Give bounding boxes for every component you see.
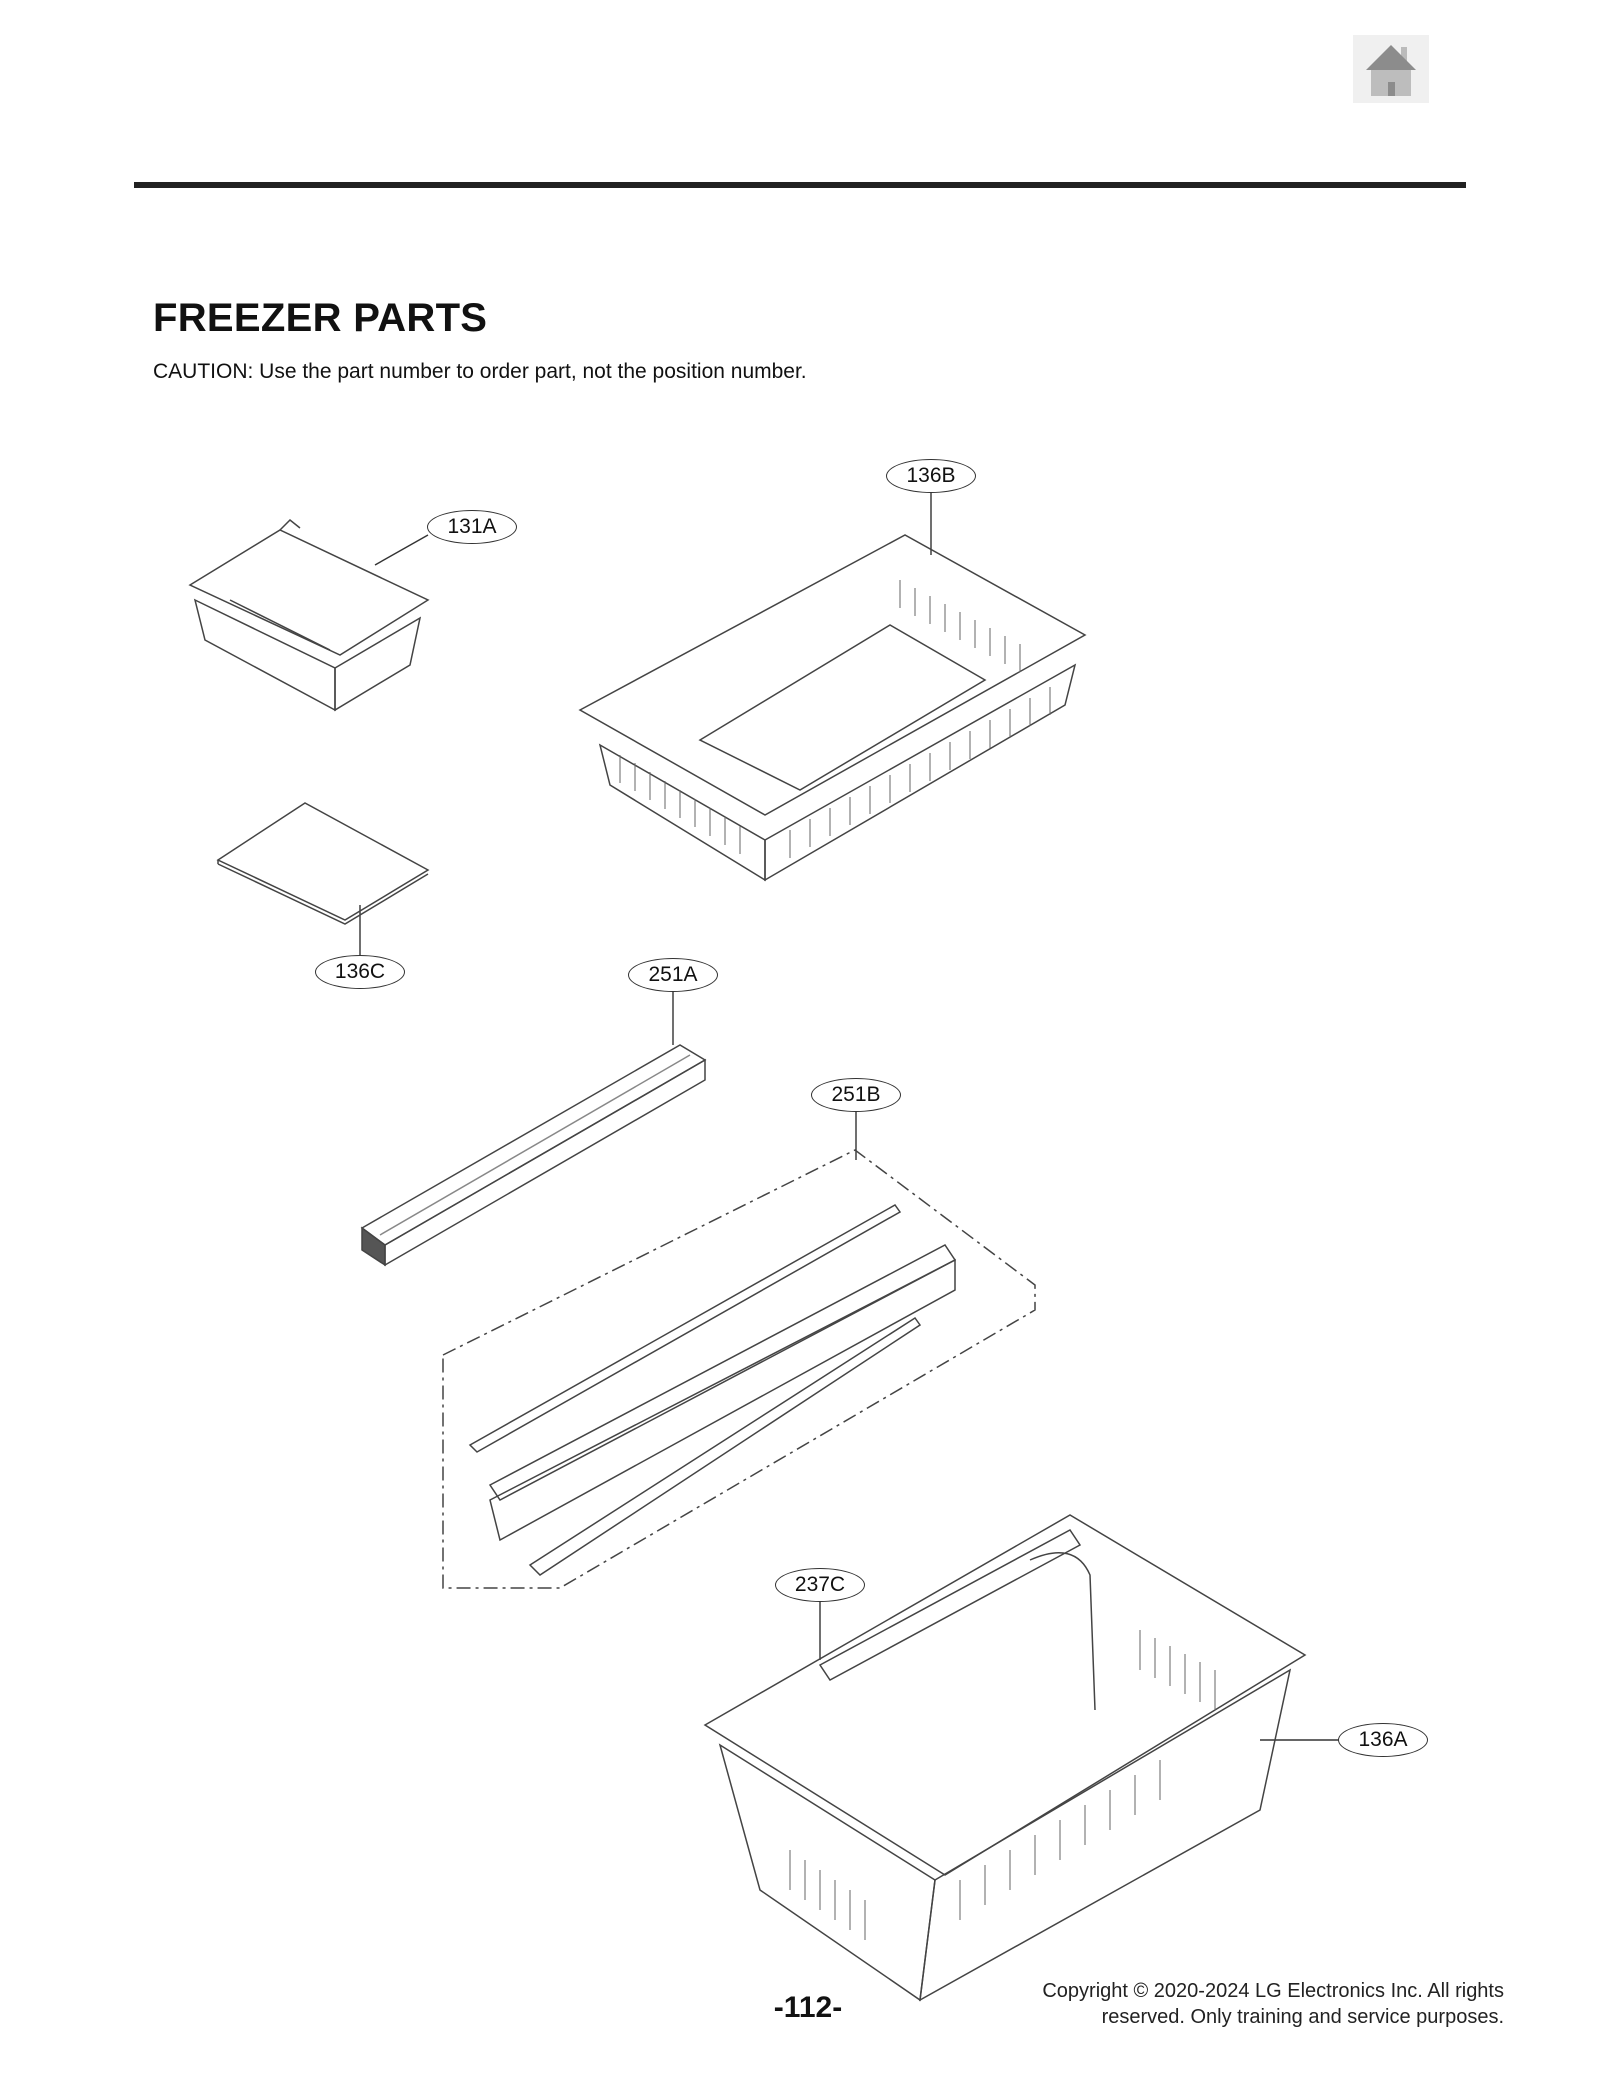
- home-button[interactable]: [1353, 35, 1429, 103]
- callout-136B: 136B: [886, 459, 976, 493]
- copyright-line-1: Copyright © 2020-2024 LG Electronics Inc…: [1042, 1980, 1504, 2002]
- part-251A-rail: [360, 1044, 707, 1267]
- part-251B-group: [442, 1149, 1036, 1589]
- callout-136C: 136C: [315, 955, 405, 989]
- part-136C-plate: [216, 802, 430, 925]
- callout-131A: 131A: [427, 510, 517, 544]
- caution-note: CAUTION: Use the part number to order pa…: [153, 360, 807, 383]
- page-title: FREEZER PARTS: [153, 296, 488, 340]
- copyright-notice: Copyright © 2020-2024 LG Electronics Inc…: [1042, 1978, 1504, 2030]
- part-136A-basket: [703, 1514, 1307, 2002]
- copyright-line-2: reserved. Only training and service purp…: [1101, 2006, 1504, 2028]
- callout-136A: 136A: [1338, 1723, 1428, 1757]
- header-divider: [134, 182, 1466, 188]
- callout-251B: 251B: [811, 1078, 901, 1112]
- callout-237C: 237C: [775, 1568, 865, 1602]
- home-icon: [1366, 45, 1416, 96]
- callout-251A: 251A: [628, 958, 718, 992]
- page-number: -112-: [773, 1991, 843, 2024]
- part-136B-basket: [578, 534, 1087, 882]
- leader-lines: [359, 492, 1339, 1741]
- part-131A-bin: [188, 518, 430, 712]
